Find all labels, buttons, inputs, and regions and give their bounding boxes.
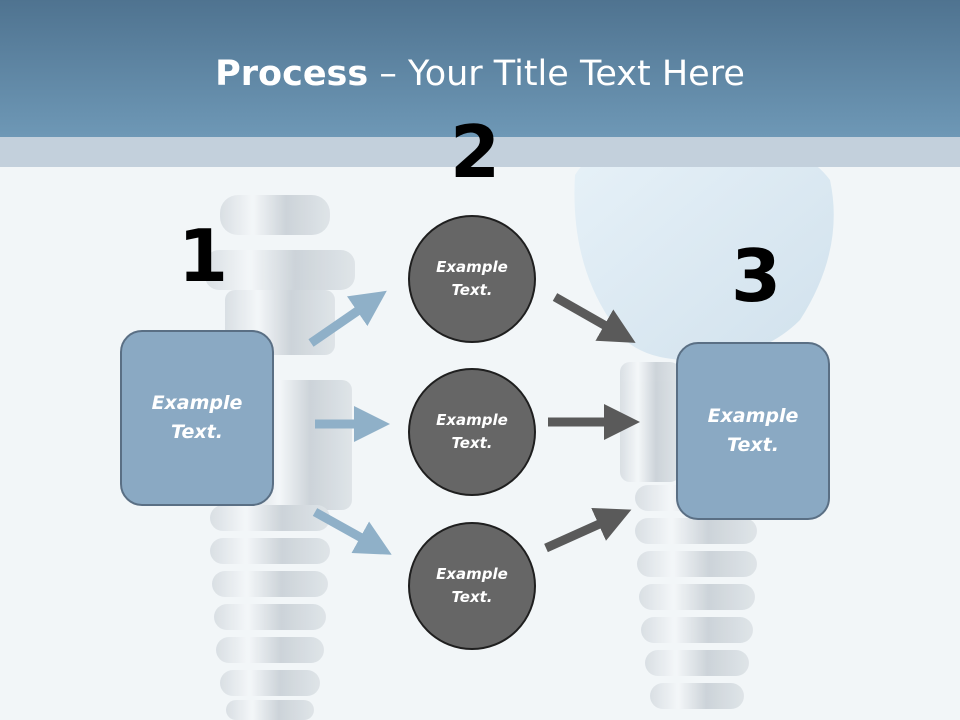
step-2-circle-bottom: Example Text. bbox=[408, 522, 536, 650]
step-3-box: Example Text. bbox=[676, 342, 830, 520]
circle-middle-text: Example Text. bbox=[436, 411, 508, 452]
implant-right-image bbox=[620, 362, 757, 709]
step-number-3: 3 bbox=[731, 234, 782, 318]
circle-top-text: Example Text. bbox=[436, 258, 508, 299]
circle-bottom-text: Example Text. bbox=[436, 565, 508, 606]
step-1-text: Example Text. bbox=[151, 392, 243, 443]
arrow-box1-to-circle-bottom bbox=[312, 508, 392, 555]
page-title: Process – Your Title Text Here bbox=[0, 52, 960, 96]
title-rest-part: – Your Title Text Here bbox=[368, 54, 745, 94]
arrow-circle-bottom-to-box3 bbox=[544, 507, 632, 553]
step-1-box: Example Text. bbox=[120, 330, 274, 506]
step-number-2: 2 bbox=[450, 110, 501, 194]
title-bold-part: Process bbox=[215, 54, 369, 94]
arrow-circle-top-to-box3 bbox=[552, 293, 636, 343]
step-3-text: Example Text. bbox=[707, 405, 799, 456]
arrow-box1-to-circle-top bbox=[308, 290, 387, 347]
step-number-1: 1 bbox=[178, 214, 229, 298]
step-2-circle-middle: Example Text. bbox=[408, 368, 536, 496]
step-2-circle-top: Example Text. bbox=[408, 215, 536, 343]
title-underband bbox=[0, 137, 960, 167]
title-bar bbox=[0, 0, 960, 137]
